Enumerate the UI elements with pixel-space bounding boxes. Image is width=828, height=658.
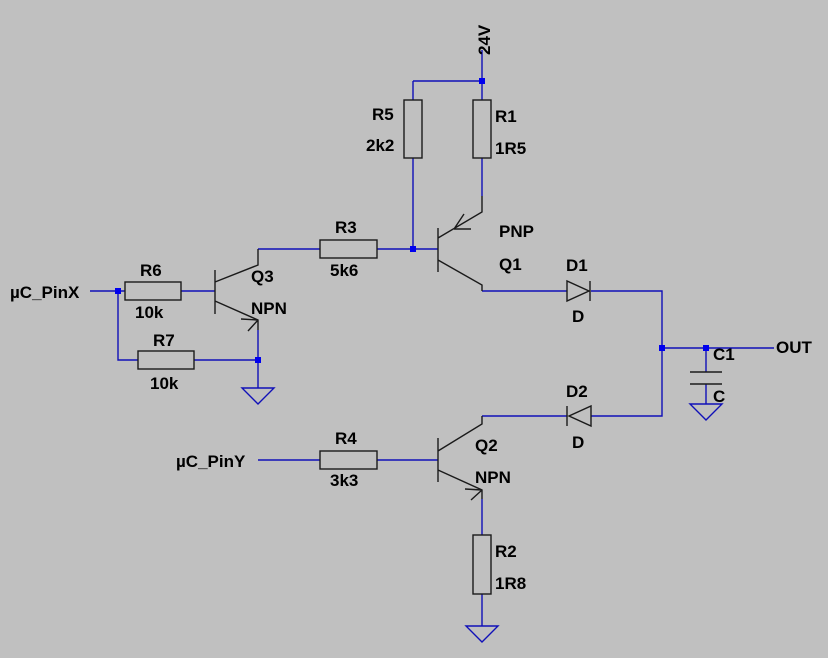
d1-ref: D1 (566, 256, 588, 275)
junction-diodes (659, 345, 665, 351)
wire-supply (412, 50, 483, 249)
junction-q1-base (410, 246, 416, 252)
resistor-r7 (137, 350, 195, 370)
resistor-r5 (403, 99, 423, 159)
resistor-r3 (319, 239, 378, 259)
junction-output (703, 345, 709, 351)
r1-value: 1R5 (495, 139, 526, 158)
labels: 24V R5 2k2 R1 1R5 R3 5k6 PNP Q1 R6 10k R… (10, 24, 813, 593)
wire-q1-collector (482, 290, 663, 417)
q1-ref: Q1 (499, 255, 522, 274)
diode-d2 (566, 404, 592, 428)
transistor-q1 (437, 196, 483, 291)
r4-value: 3k3 (330, 471, 358, 490)
resistor-r4 (319, 450, 378, 470)
q3-ref: Q3 (251, 267, 274, 286)
supply-label: 24V (475, 24, 494, 55)
junction-input-x (115, 288, 121, 294)
resistor-r2 (472, 534, 492, 595)
q3-type: NPN (251, 299, 287, 318)
wire-output (662, 347, 774, 404)
r5-ref: R5 (372, 105, 394, 124)
r2-value: 1R8 (495, 574, 526, 593)
r3-ref: R3 (335, 218, 357, 237)
transistor-q3 (214, 249, 259, 332)
junction-supply (479, 78, 485, 84)
capacitor-c1 (690, 371, 722, 385)
r7-ref: R7 (153, 331, 175, 350)
input-y-label: µC_PinY (176, 452, 246, 471)
input-x-label: µC_PinX (10, 283, 80, 302)
resistors (124, 99, 492, 595)
ground-icon (464, 625, 500, 643)
r5-value: 2k2 (366, 136, 394, 155)
d2-ref: D2 (566, 382, 588, 401)
r2-ref: R2 (495, 542, 517, 561)
ground-icon (688, 403, 724, 421)
q1-type: PNP (499, 222, 534, 241)
transistor-q2 (437, 416, 483, 501)
c1-value: C (713, 387, 725, 406)
r6-value: 10k (135, 303, 164, 322)
resistor-r6 (124, 281, 182, 301)
r1-ref: R1 (495, 107, 517, 126)
wires (90, 50, 774, 626)
output-label: OUT (776, 338, 813, 357)
r3-value: 5k6 (330, 261, 358, 280)
r7-value: 10k (150, 374, 179, 393)
d1-value: D (572, 307, 584, 326)
r4-ref: R4 (335, 429, 357, 448)
q2-type: NPN (475, 468, 511, 487)
q2-ref: Q2 (475, 436, 498, 455)
junction-q3-emitter (255, 357, 261, 363)
junctions (115, 78, 709, 363)
ground-symbols (240, 387, 724, 643)
wire-input-x (90, 290, 259, 388)
r6-ref: R6 (140, 261, 162, 280)
d2-value: D (572, 433, 584, 452)
diode-d1 (566, 279, 591, 303)
wire-input-y (258, 459, 483, 626)
resistor-r1 (472, 99, 492, 159)
c1-ref: C1 (713, 345, 735, 364)
ground-icon (240, 387, 276, 405)
